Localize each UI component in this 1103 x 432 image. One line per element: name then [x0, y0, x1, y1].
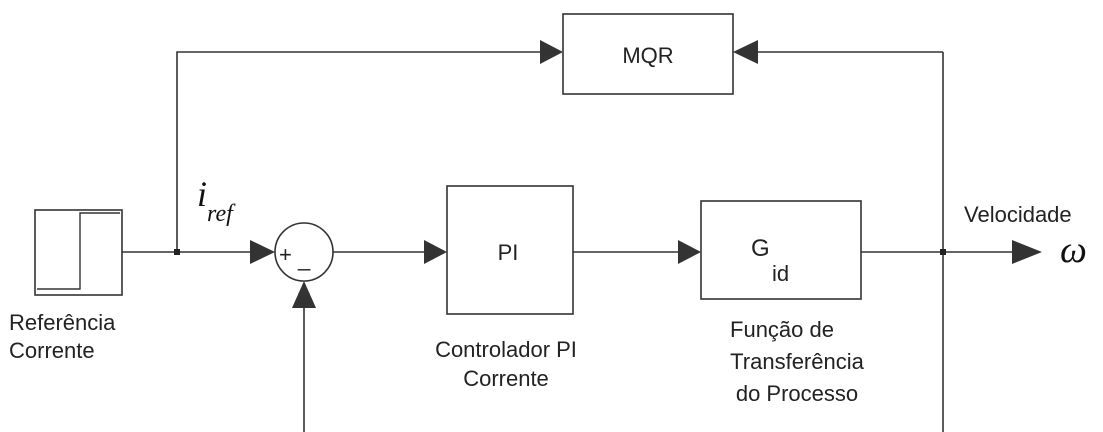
gid-label-main: G [751, 235, 770, 262]
arrow-output [1012, 240, 1042, 264]
line-branch-to-mqr [176, 51, 540, 252]
iref-subscript: ref [207, 201, 236, 227]
pi-caption-line2: Corrente [463, 366, 549, 391]
pi-label: PI [498, 240, 519, 265]
branch-point-ref [174, 249, 180, 255]
arrow-to-mqr-right [733, 40, 758, 64]
process-caption-line1: Função de [730, 317, 834, 342]
sum-minus-sign: _ [297, 246, 311, 271]
gid-block [700, 200, 862, 300]
output-label: Velocidade [964, 202, 1072, 227]
arrow-to-sum [250, 240, 275, 264]
step-source-block [34, 209, 123, 296]
process-caption-line3: do Processo [736, 381, 858, 406]
sum-plus-sign: + [279, 242, 292, 267]
pi-caption-line1: Controlador PI [435, 337, 577, 362]
source-label-line2: Corrente [9, 338, 95, 363]
arrow-to-pi [424, 240, 447, 264]
pi-block [446, 185, 574, 315]
source-label-line1: Referência [9, 310, 116, 335]
mqr-block [562, 13, 734, 95]
omega-symbol: ω [1060, 229, 1087, 271]
iref-symbol: i [197, 174, 207, 214]
gid-label-sub: id [772, 261, 789, 286]
arrow-feedback-up [292, 281, 316, 308]
arrow-to-mqr-left [540, 40, 563, 64]
arrow-to-gid [678, 240, 701, 264]
branch-point-output [940, 249, 946, 255]
mqr-label: MQR [622, 43, 673, 68]
process-caption-line2: Transferência [730, 349, 864, 374]
